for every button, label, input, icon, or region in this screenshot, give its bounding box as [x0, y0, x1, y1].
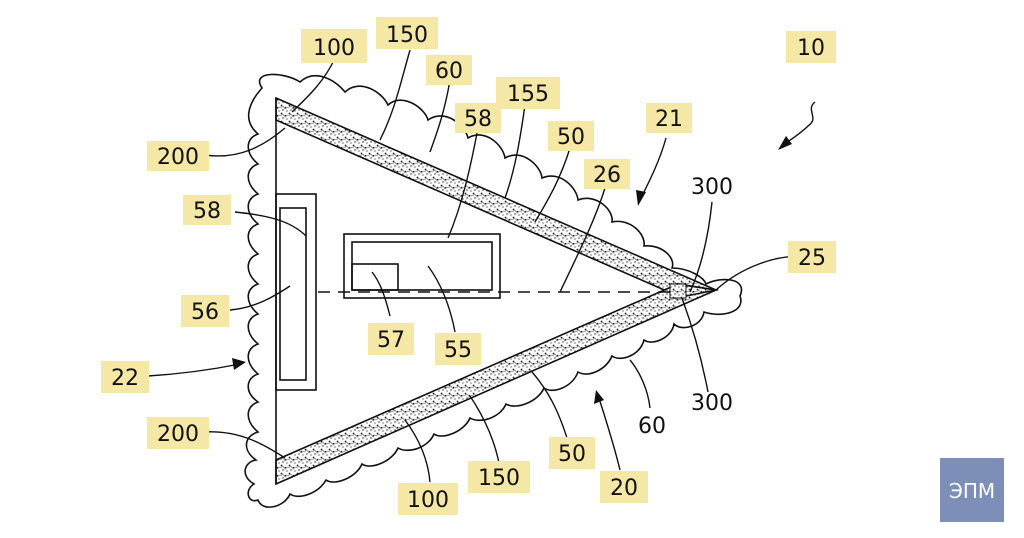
numeral-21: 21: [646, 103, 692, 133]
rear-module-inner: [279, 207, 307, 381]
svg-text:22: 22: [111, 366, 139, 391]
svg-text:26: 26: [593, 163, 621, 188]
svg-text:50: 50: [557, 125, 585, 150]
arrow-20: [597, 394, 621, 471]
numeral-50-top: 50: [548, 121, 594, 151]
numeral-150-bottom: 150: [468, 461, 530, 493]
numeral-56: 56: [181, 295, 229, 327]
center-module-sub: [351, 263, 399, 291]
svg-text:300: 300: [691, 175, 733, 200]
svg-text:150: 150: [386, 23, 428, 48]
numeral-55: 55: [435, 333, 481, 365]
lower-wall: [275, 283, 719, 486]
svg-text:58: 58: [464, 107, 492, 132]
center-module-inner: [351, 241, 493, 291]
arrowhead-10: [778, 136, 792, 150]
svg-text:60: 60: [435, 59, 463, 84]
svg-text:21: 21: [655, 107, 683, 132]
svg-text:300: 300: [691, 391, 733, 416]
numeral-10: 10: [786, 31, 836, 63]
arrow-22: [147, 363, 241, 377]
numeral-58-left: 58: [183, 195, 231, 225]
svg-text:56: 56: [191, 300, 219, 325]
arrowhead-21: [636, 190, 646, 206]
svg-text:58: 58: [193, 199, 221, 224]
svg-text:20: 20: [610, 476, 638, 501]
numeral-25: 25: [788, 241, 836, 273]
numeral-60-top: 60: [426, 55, 472, 85]
svg-text:ЭПМ: ЭПМ: [949, 479, 995, 503]
numeral-100-top: 100: [301, 29, 367, 63]
arrow-21: [639, 137, 667, 201]
arrowhead-22: [232, 358, 246, 370]
svg-text:50: 50: [558, 442, 586, 467]
svg-text:25: 25: [798, 246, 826, 271]
numeral-100-bottom: 100: [398, 483, 458, 515]
svg-text:150: 150: [478, 466, 520, 491]
center-module-outer: [343, 233, 501, 299]
svg-text:100: 100: [313, 36, 355, 61]
svg-text:10: 10: [797, 36, 825, 61]
numeral-300-bottom: 300: [691, 391, 733, 416]
numeral-57: 57: [368, 323, 414, 355]
tip-block: [669, 283, 687, 299]
numeral-150-top: 150: [376, 17, 438, 49]
svg-text:57: 57: [377, 328, 405, 353]
numeral-58-center: 58: [455, 103, 501, 133]
numeral-300-top: 300: [691, 175, 733, 200]
svg-text:55: 55: [444, 338, 472, 363]
arrowhead-20: [594, 390, 604, 404]
numeral-22: 22: [101, 361, 149, 393]
svg-text:100: 100: [407, 488, 449, 513]
numeral-155: 155: [496, 77, 560, 109]
svg-text:200: 200: [157, 422, 199, 447]
watermark-logo: ЭПМ: [940, 458, 1004, 522]
outer-wavy-skin: [244, 73, 743, 508]
numeral-200-top: 200: [147, 141, 209, 171]
rear-module-outer: [275, 193, 317, 391]
numeral-50-bottom: 50: [549, 437, 595, 469]
numeral-200-bottom: 200: [147, 417, 209, 449]
svg-text:155: 155: [507, 82, 549, 107]
numeral-20: 20: [600, 471, 648, 503]
svg-text:200: 200: [157, 145, 199, 170]
svg-text:60: 60: [638, 414, 666, 439]
numeral-60-bottom: 60: [638, 414, 666, 439]
reference-numerals: 100 150 60 155 58 50 21 10 200 26 300 25…: [101, 17, 836, 515]
numeral-26: 26: [584, 159, 630, 189]
